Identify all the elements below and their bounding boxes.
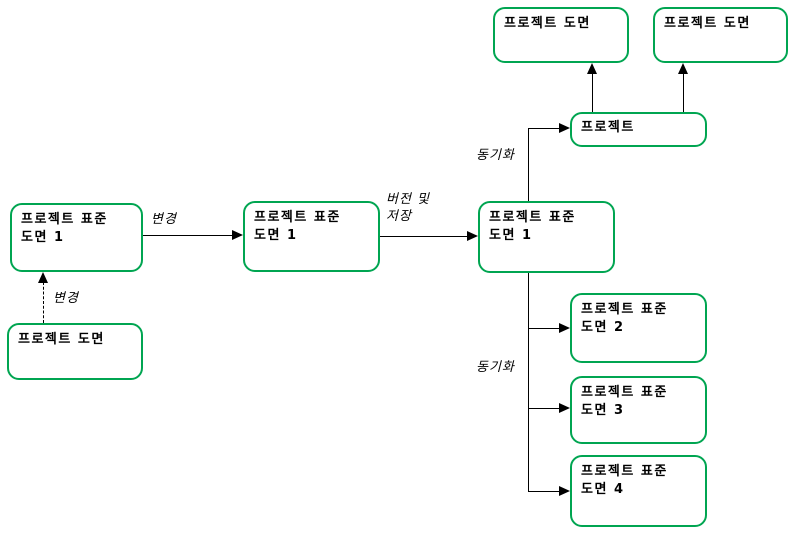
edge-version-save-line [380,236,468,237]
edge-sync-branch-std2-arrowhead-icon [559,323,570,333]
edge-project-to-drawing-left-arrowhead-icon [587,63,597,74]
edge-change-arrowhead-icon [232,230,243,240]
node-project-drawing-top-right: 프로젝트 도면 [653,7,788,63]
node-project-drawing-top-left: 프로젝트 도면 [493,7,629,63]
node-project-standard-drawing-1-middle: 프로젝트 표준 도면 1 [243,201,380,272]
node-project-standard-drawing-2: 프로젝트 표준 도면 2 [570,293,707,363]
edge-sync-branch-std4-line [528,491,560,492]
edge-project-to-drawing-right-arrowhead-icon [678,63,688,74]
node-project-drawing-bottom-left: 프로젝트 도면 [7,323,143,380]
edge-label-sync-bottom: 동기화 [476,360,515,375]
edge-sync-branch-std3-line [528,408,560,409]
edge-change-dashed-arrowhead-icon [38,272,48,283]
node-project: 프로젝트 [570,112,707,147]
edge-project-to-drawing-right-line [683,73,684,112]
edge-label-change-dashed: 변경 [53,291,79,306]
node-project-standard-drawing-4: 프로젝트 표준 도면 4 [570,455,707,527]
edge-version-save-arrowhead-icon [467,231,478,241]
edge-label-change-solid: 변경 [151,212,177,227]
node-project-standard-drawing-1-right: 프로젝트 표준 도면 1 [478,201,615,273]
edge-label-version-and-save: 버전 및 저장 [386,192,431,224]
edge-change-line [143,235,233,236]
node-project-standard-drawing-3: 프로젝트 표준 도면 3 [570,376,707,444]
edge-label-sync-top: 동기화 [476,148,515,163]
edge-sync-bottom-trunk-line [528,273,529,492]
edge-sync-top-arrowhead-icon [559,123,570,133]
edge-sync-branch-std2-line [528,328,560,329]
edge-sync-branch-std4-arrowhead-icon [559,486,570,496]
edge-change-dashed-line [43,282,44,323]
edge-sync-branch-std3-arrowhead-icon [559,403,570,413]
edge-project-to-drawing-left-line [592,73,593,112]
edge-sync-top-vline [528,128,529,201]
edge-sync-top-hline [528,128,560,129]
node-project-standard-drawing-1-left: 프로젝트 표준 도면 1 [10,203,143,272]
